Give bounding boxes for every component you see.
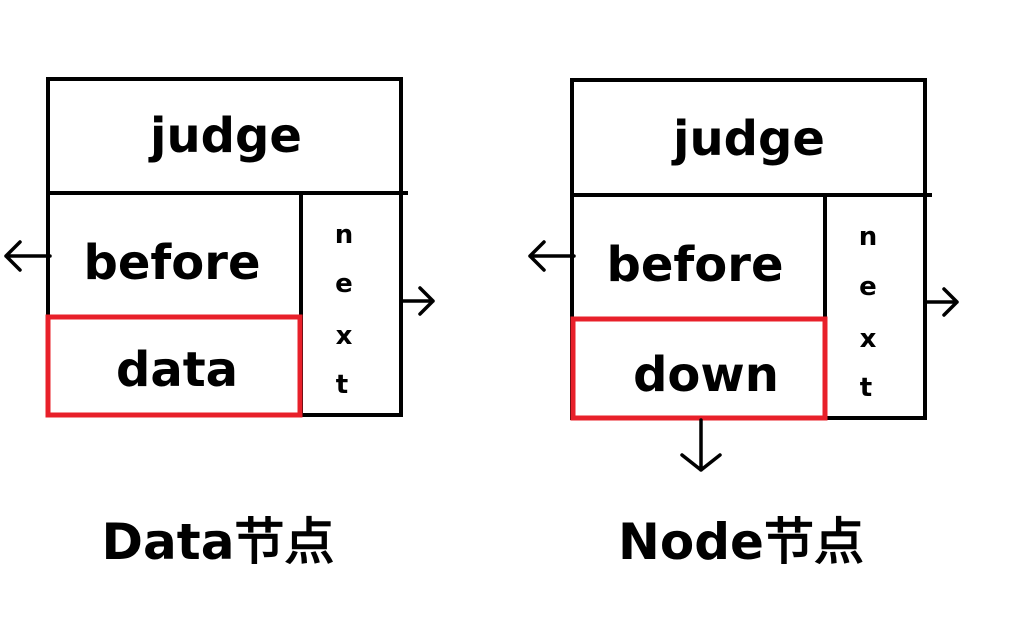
data-node-payload-cell xyxy=(45,314,303,418)
data-node-next-letter: n xyxy=(335,220,354,250)
node-node-next-arrow xyxy=(925,287,959,317)
data-node: judge before data n e x t Data节点 xyxy=(4,77,435,571)
data-node-before-arrow xyxy=(4,240,52,272)
data-node-caption: Data节点 xyxy=(102,513,335,571)
node-node-next-letter: t xyxy=(860,373,872,403)
data-node-next-letter: x xyxy=(336,321,353,351)
data-node-before-label: before xyxy=(84,235,261,291)
node-node-next-letter: n xyxy=(859,222,878,252)
node-node-payload-cell xyxy=(570,316,828,421)
node-node-down-arrow xyxy=(680,418,722,472)
node-node-payload-label: down xyxy=(633,347,779,403)
data-node-next-arrow xyxy=(401,286,435,316)
node-node-before-label: before xyxy=(607,237,784,293)
node-node-judge-label: judge xyxy=(671,111,825,167)
data-node-next-letter: t xyxy=(336,370,348,400)
node-node-next-letter: e xyxy=(859,272,877,302)
data-node-payload-label: data xyxy=(116,342,238,398)
data-node-judge-label: judge xyxy=(148,108,302,164)
node-node-before-arrow xyxy=(528,240,576,272)
node-node-next-letter: x xyxy=(860,324,877,354)
node-node: judge before down n e x t Node节点 xyxy=(528,78,959,571)
data-node-next-letter: e xyxy=(335,269,353,299)
node-node-caption: Node节点 xyxy=(618,513,864,571)
